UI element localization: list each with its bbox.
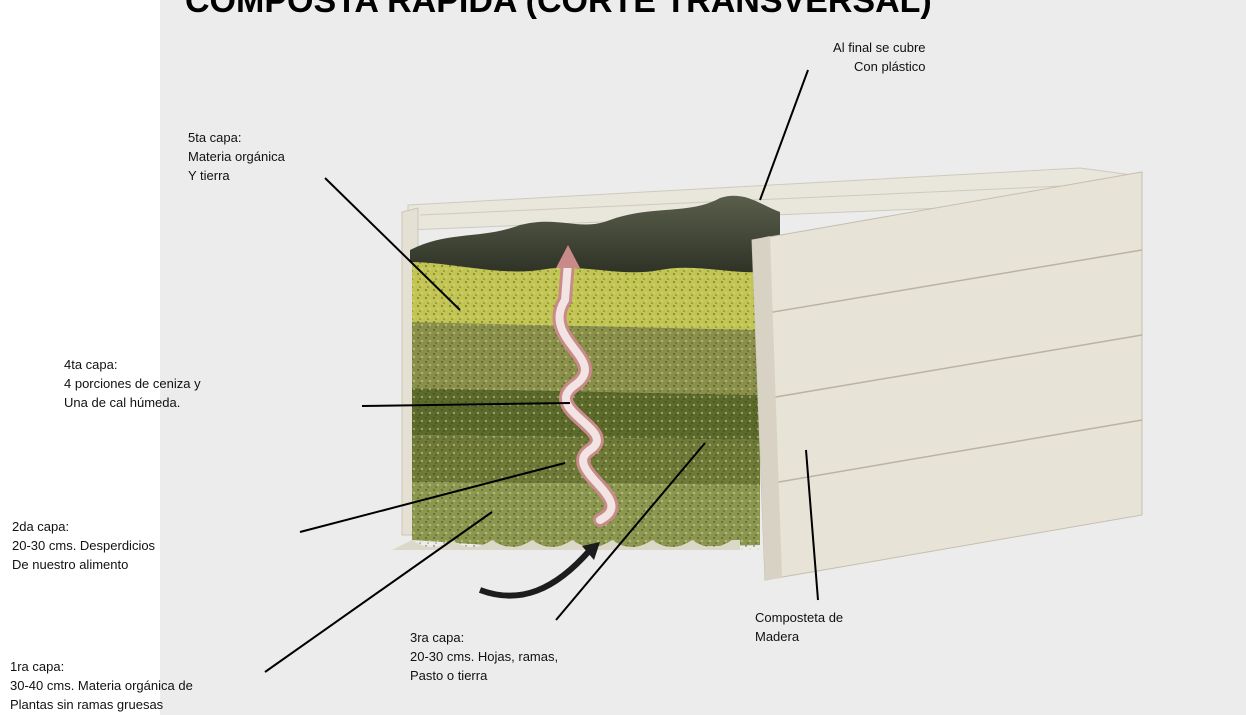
label-layer3-line-3: Pasto o tierra — [410, 666, 558, 685]
label-layer2-line-3: De nuestro alimento — [12, 555, 155, 574]
right-wall — [752, 172, 1142, 580]
label-cover-line-1: Al final se cubre — [818, 38, 926, 57]
label-layer3: 3ra capa: 20-30 cms. Hojas, ramas, Pasto… — [410, 628, 558, 685]
label-cover: Al final se cubre Con plástico — [818, 38, 926, 76]
label-layer1-line-2: 30-40 cms. Materia orgánica de — [10, 676, 193, 695]
incoming-air-arrow — [480, 550, 590, 596]
label-layer2-line-1: 2da capa: — [12, 517, 155, 536]
label-layer2: 2da capa: 20-30 cms. Desperdicios De nue… — [12, 517, 155, 574]
label-layer2-line-2: 20-30 cms. Desperdicios — [12, 536, 155, 555]
label-layer5-line-1: 5ta capa: — [188, 128, 285, 147]
label-layer1-line-3: Plantas sin ramas gruesas — [10, 695, 193, 714]
leader-cover — [760, 70, 808, 200]
label-layer4-line-2: 4 porciones de ceniza y — [64, 374, 201, 393]
label-layer3-line-2: 20-30 cms. Hojas, ramas, — [410, 647, 558, 666]
label-layer5: 5ta capa: Materia orgánica Y tierra — [188, 128, 285, 185]
label-bin-line-1: Composteta de — [755, 608, 843, 627]
label-layer5-line-3: Y tierra — [188, 166, 285, 185]
label-layer5-line-2: Materia orgánica — [188, 147, 285, 166]
label-layer4: 4ta capa: 4 porciones de ceniza y Una de… — [64, 355, 201, 412]
label-layer3-line-1: 3ra capa: — [410, 628, 558, 647]
label-bin-line-2: Madera — [755, 627, 843, 646]
label-layer1: 1ra capa: 30-40 cms. Materia orgánica de… — [10, 657, 193, 714]
layer-texture — [412, 252, 760, 550]
label-layer4-line-1: 4ta capa: — [64, 355, 201, 374]
label-bin: Composteta de Madera — [755, 608, 843, 646]
label-cover-line-2: Con plástico — [818, 57, 926, 76]
label-layer1-line-1: 1ra capa: — [10, 657, 193, 676]
label-layer4-line-3: Una de cal húmeda. — [64, 393, 201, 412]
